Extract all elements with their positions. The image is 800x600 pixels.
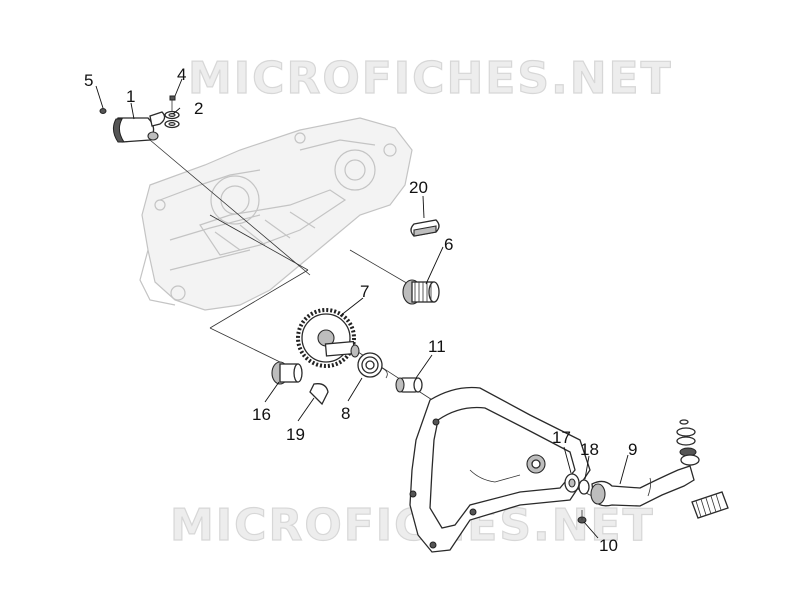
leaders [95,78,629,539]
circlip-18 [578,479,590,495]
crankcase-ghost [139,117,413,311]
callout-1: 1 [126,87,135,106]
screw-5 [99,108,107,114]
kickstart-cover [409,386,591,553]
callout-19: 19 [286,425,305,444]
callout-8: 8 [341,404,350,423]
pedal-hardware [676,419,700,466]
callout-17: 17 [552,428,571,447]
big-gear-7 [296,308,360,368]
kickstart-lever-9 [590,465,695,507]
callout-2: 2 [194,99,203,118]
callout-5: 5 [84,71,93,90]
key-20 [410,219,440,237]
callout-10: 10 [599,536,618,555]
seal-17 [564,473,580,493]
callout-11: 11 [428,337,446,356]
callout-7: 7 [360,282,369,301]
callout-4: 4 [177,65,186,84]
pinion-16 [271,361,303,385]
callout-18: 18 [580,440,599,459]
callout-labels: 1 2 4 5 6 7 8 9 10 11 16 17 18 19 20 [84,65,637,555]
callout-16: 16 [252,405,271,424]
starter-motor [112,111,166,143]
bushing-11 [395,377,423,393]
gear-shaft-6 [402,279,440,305]
pedal-spring [691,491,729,519]
callout-9: 9 [628,440,637,459]
spring-8 [357,352,388,379]
bolt-washer [164,95,180,129]
screw-10 [577,510,587,524]
callout-20: 20 [409,178,428,197]
watermark-top: MICROFICHES.NET [188,53,673,104]
callout-6: 6 [444,235,453,254]
clip-19 [309,383,329,406]
